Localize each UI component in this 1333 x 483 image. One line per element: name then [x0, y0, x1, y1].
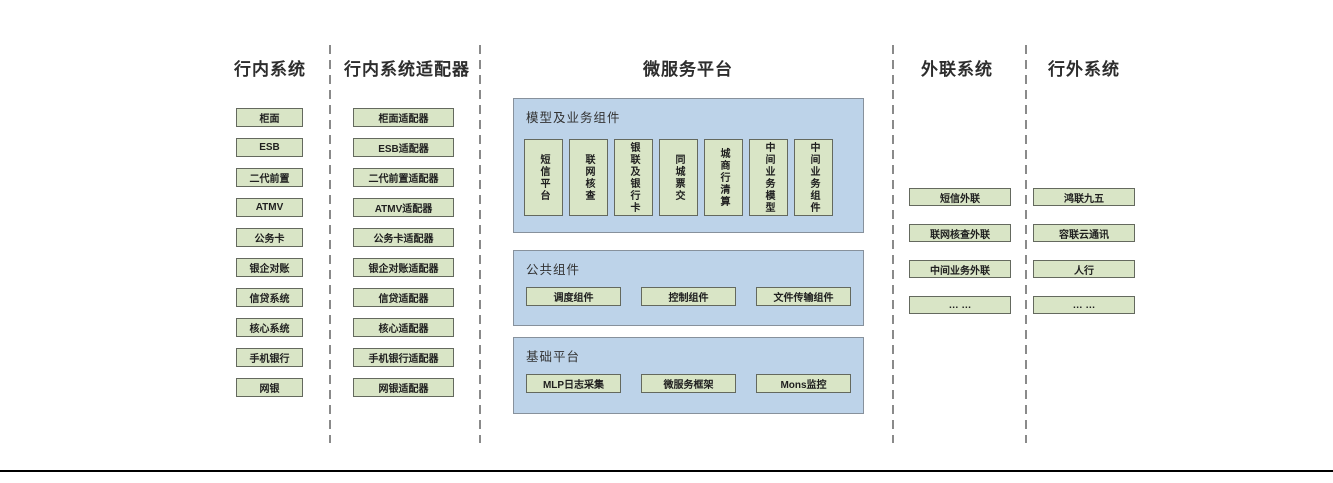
outreach-box: 中间业务外联 — [909, 260, 1011, 278]
system-box: 手机银行 — [236, 348, 303, 367]
base-platform-row: MLP日志采集 微服务框架 Mons监控 — [526, 374, 851, 393]
column-header-inbank: 行内系统 — [234, 60, 306, 79]
common-components-row: 调度组件 控制组件 文件传输组件 — [526, 287, 851, 306]
group-title: 模型及业务组件 — [526, 111, 621, 125]
adapter-box: 银企对账适配器 — [353, 258, 454, 277]
component-box: MLP日志采集 — [526, 374, 621, 393]
component-box: 城商行清算 — [704, 139, 743, 216]
group-base-platform: 基础平台 MLP日志采集 微服务框架 Mons监控 — [513, 337, 864, 414]
external-box: 人行 — [1033, 260, 1135, 278]
outreach-box: 联网核查外联 — [909, 224, 1011, 242]
system-box: ATMV — [236, 198, 303, 217]
column-inbank-systems: 柜面 ESB 二代前置 ATMV 公务卡 银企对账 信贷系统 核心系统 手机银行… — [236, 108, 303, 397]
bottom-rule — [0, 470, 1333, 472]
column-header-platform: 微服务平台 — [643, 60, 733, 79]
adapter-box: 柜面适配器 — [353, 108, 454, 127]
component-box: 调度组件 — [526, 287, 621, 306]
system-box: 网银 — [236, 378, 303, 397]
column-header-external: 行外系统 — [1048, 60, 1120, 79]
adapter-box: 公务卡适配器 — [353, 228, 454, 247]
component-box: 文件传输组件 — [756, 287, 851, 306]
component-box: 中间业务组件 — [794, 139, 833, 216]
system-box: 信贷系统 — [236, 288, 303, 307]
divider-platform-outreach — [892, 45, 894, 443]
group-title: 公共组件 — [526, 263, 581, 277]
system-box: 公务卡 — [236, 228, 303, 247]
adapter-box: 二代前置适配器 — [353, 168, 454, 187]
column-external-systems: 鸿联九五 容联云通讯 人行 … … — [1033, 188, 1135, 314]
component-box: 微服务框架 — [641, 374, 736, 393]
group-title: 基础平台 — [526, 350, 581, 364]
component-box: 同城票交 — [659, 139, 698, 216]
divider-adapters-platform — [479, 45, 481, 443]
component-box: 银联及银行卡 — [614, 139, 653, 216]
component-box: 中间业务模型 — [749, 139, 788, 216]
external-box: 鸿联九五 — [1033, 188, 1135, 206]
system-box: 二代前置 — [236, 168, 303, 187]
adapter-box: 手机银行适配器 — [353, 348, 454, 367]
divider-outreach-external — [1025, 45, 1027, 443]
adapter-box: ATMV适配器 — [353, 198, 454, 217]
outreach-box: 短信外联 — [909, 188, 1011, 206]
column-outreach-systems: 短信外联 联网核查外联 中间业务外联 … … — [909, 188, 1011, 314]
divider-inbank-adapters — [329, 45, 331, 443]
adapter-box: 核心适配器 — [353, 318, 454, 337]
system-box: ESB — [236, 138, 303, 157]
outreach-box-ellipsis: … … — [909, 296, 1011, 314]
system-box: 核心系统 — [236, 318, 303, 337]
group-model-business-components: 模型及业务组件 短信平台 联网核查 银联及银行卡 同城票交 城商行清算 中间业务… — [513, 98, 864, 233]
adapter-box: ESB适配器 — [353, 138, 454, 157]
group-common-components: 公共组件 调度组件 控制组件 文件传输组件 — [513, 250, 864, 326]
system-box: 银企对账 — [236, 258, 303, 277]
column-header-outreach: 外联系统 — [921, 60, 993, 79]
model-components-row: 短信平台 联网核查 银联及银行卡 同城票交 城商行清算 中间业务模型 中间业务组… — [524, 139, 833, 216]
column-header-adapters: 行内系统适配器 — [344, 60, 470, 79]
component-box: Mons监控 — [756, 374, 851, 393]
external-box-ellipsis: … … — [1033, 296, 1135, 314]
external-box: 容联云通讯 — [1033, 224, 1135, 242]
system-box: 柜面 — [236, 108, 303, 127]
adapter-box: 信贷适配器 — [353, 288, 454, 307]
component-box: 短信平台 — [524, 139, 563, 216]
component-box: 联网核查 — [569, 139, 608, 216]
component-box: 控制组件 — [641, 287, 736, 306]
adapter-box: 网银适配器 — [353, 378, 454, 397]
column-adapters: 柜面适配器 ESB适配器 二代前置适配器 ATMV适配器 公务卡适配器 银企对账… — [353, 108, 454, 397]
